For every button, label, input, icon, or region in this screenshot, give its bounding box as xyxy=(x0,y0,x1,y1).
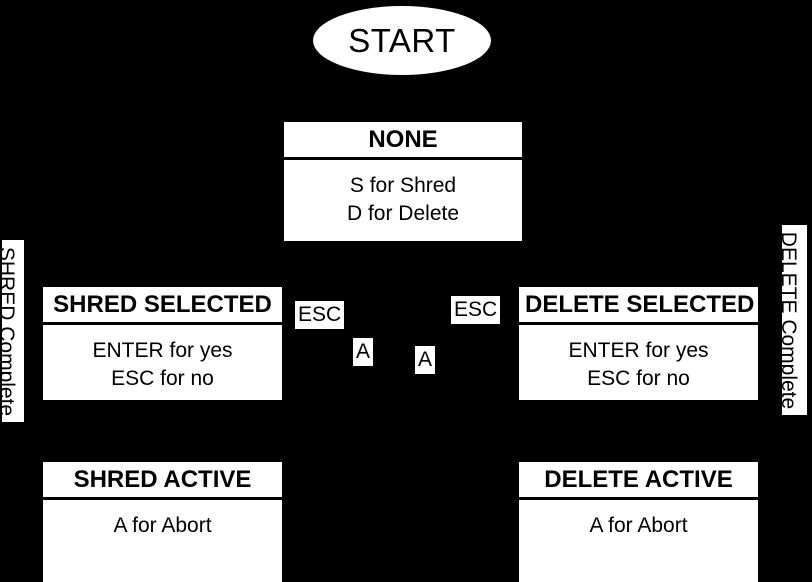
state-node-none[interactable]: NONE S for Shred D for Delete xyxy=(284,122,522,241)
state-node-none-body-line-1: S for Shred xyxy=(349,173,457,197)
edge-label-delete-complete-text: DELETE Complete xyxy=(777,231,801,409)
start-node-label: START xyxy=(348,22,456,59)
edge-label-shred-complete: SHRED Complete xyxy=(0,240,24,422)
state-node-shred-active[interactable]: SHRED ACTIVE A for Abort xyxy=(43,462,282,582)
edge-label-shred-complete-text: SHRED Complete xyxy=(0,246,19,416)
state-node-delete-active-body-line-1: A for Abort xyxy=(589,513,688,537)
state-node-none-title: NONE xyxy=(284,122,522,160)
state-node-shred-selected-title: SHRED SELECTED xyxy=(43,287,282,325)
state-node-delete-active-title: DELETE ACTIVE xyxy=(519,462,758,500)
state-node-delete-active[interactable]: DELETE ACTIVE A for Abort xyxy=(519,462,758,582)
state-node-shred-active-body-line-1: A for Abort xyxy=(113,513,212,537)
state-node-shred-selected-body-line-2: ESC for no xyxy=(111,366,214,390)
state-node-none-body-line-2: D for Delete xyxy=(346,201,460,225)
state-node-delete-selected-body-line-1: ENTER for yes xyxy=(568,338,709,362)
state-node-delete-selected-body: ENTER for yes ESC for no xyxy=(519,325,758,403)
state-node-none-body: S for Shred D for Delete xyxy=(284,160,522,241)
state-node-delete-active-body: A for Abort xyxy=(519,500,758,582)
state-node-shred-active-title: SHRED ACTIVE xyxy=(43,462,282,500)
state-node-delete-selected-body-line-2: ESC for no xyxy=(587,366,690,390)
edge-label-abort-left: A xyxy=(353,338,374,367)
start-node[interactable]: START xyxy=(313,6,491,75)
state-node-shred-selected-body-line-1: ENTER for yes xyxy=(92,338,233,362)
edge-label-abort-right: A xyxy=(415,346,436,375)
state-node-shred-selected[interactable]: SHRED SELECTED ENTER for yes ESC for no xyxy=(43,287,282,400)
state-node-delete-selected[interactable]: DELETE SELECTED ENTER for yes ESC for no xyxy=(519,287,758,400)
edge-label-esc-right: ESC xyxy=(451,296,501,325)
edge-label-esc-left: ESC xyxy=(295,301,345,330)
state-node-delete-selected-title: DELETE SELECTED xyxy=(519,287,758,325)
state-node-shred-selected-body: ENTER for yes ESC for no xyxy=(43,325,282,403)
edge-label-delete-complete: DELETE Complete xyxy=(777,225,807,415)
state-node-shred-active-body: A for Abort xyxy=(43,500,282,582)
